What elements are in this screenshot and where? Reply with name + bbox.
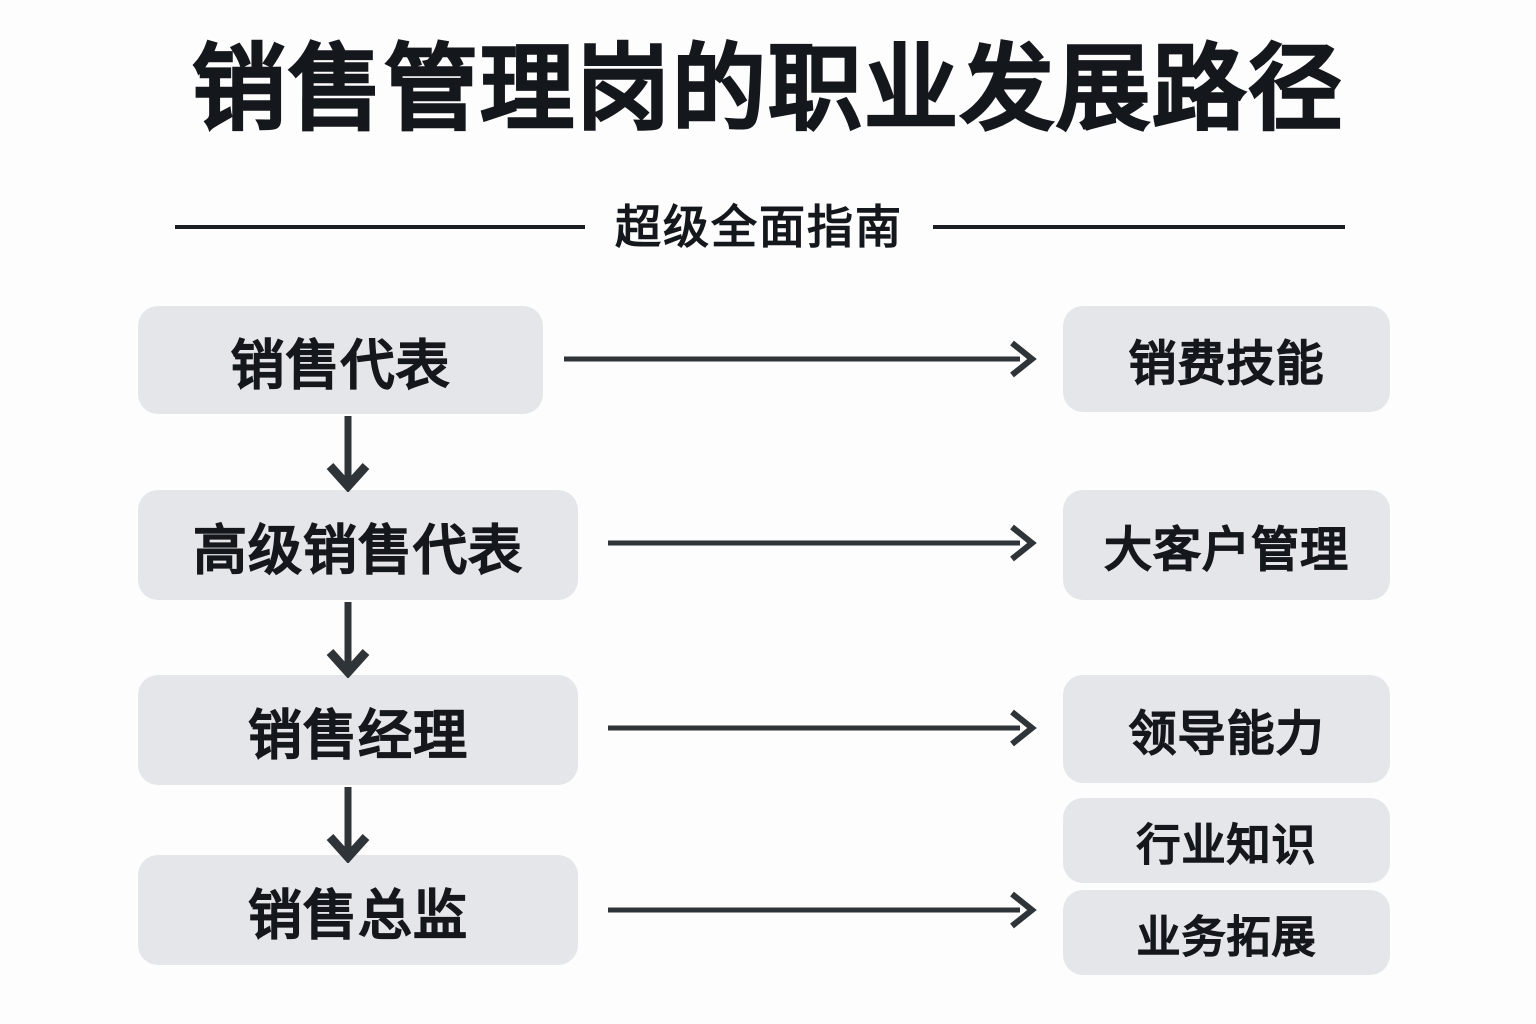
arrow-down-icon-step-3 [318, 785, 378, 863]
arrow-right-icon-row-2 [604, 521, 1040, 565]
career-node-label: 高级销售代表 [193, 520, 523, 581]
arrow-right-icon-row-1 [560, 337, 1040, 381]
skill-node-label: 行业知识 [1136, 820, 1317, 870]
subtitle-row: 超级全面指南 [130, 196, 1390, 258]
skill-node-label: 销费技能 [1128, 338, 1325, 392]
arrow-down-icon-step-1 [318, 414, 378, 492]
divider-right [933, 225, 1345, 229]
skill-node-key-account-management[interactable]: 大客户管理 [1063, 490, 1390, 600]
page-subtitle: 超级全面指南 [615, 201, 903, 253]
career-node-sales-director[interactable]: 销售总监 [138, 855, 578, 965]
divider-left [175, 225, 585, 229]
arrow-right-icon-row-4 [604, 888, 1040, 932]
skill-node-label: 业务拓展 [1136, 912, 1317, 962]
career-node-sales-manager[interactable]: 销售经理 [138, 675, 578, 785]
arrow-down-icon-step-2 [318, 600, 378, 678]
skill-node-label: 领导能力 [1128, 708, 1325, 762]
skill-node-business-development[interactable]: 业务拓展 [1063, 890, 1390, 975]
career-node-sales-representative[interactable]: 销售代表 [138, 306, 543, 414]
skill-node-leadership[interactable]: 领导能力 [1063, 675, 1390, 783]
career-node-senior-sales-representative[interactable]: 高级销售代表 [138, 490, 578, 600]
page-title: 销售管理岗的职业发展路径 [191, 36, 1344, 141]
skill-node-label: 大客户管理 [1103, 524, 1349, 578]
career-node-label: 销售总监 [248, 885, 468, 946]
career-node-label: 销售代表 [230, 335, 451, 396]
arrow-right-icon-row-3 [604, 706, 1040, 750]
skill-node-industry-knowledge[interactable]: 行业知识 [1063, 798, 1390, 883]
skill-node-sales-skills[interactable]: 销费技能 [1063, 306, 1390, 412]
career-node-label: 销售经理 [248, 705, 468, 766]
